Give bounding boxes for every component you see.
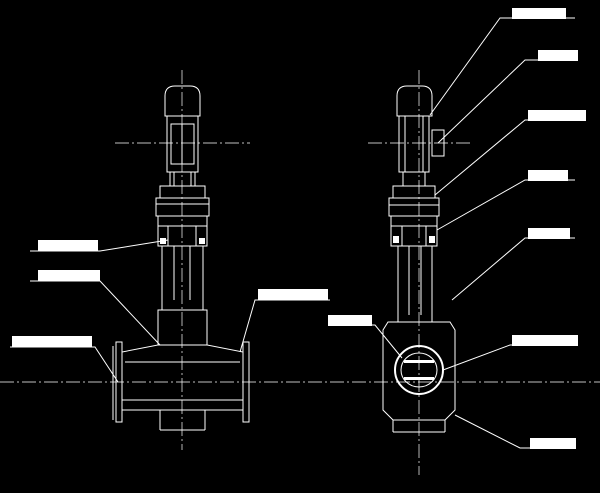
leader-bracket bbox=[436, 179, 575, 231]
label-block-packing-left bbox=[38, 270, 100, 281]
left-yoke bbox=[157, 225, 208, 247]
leader-motor bbox=[429, 17, 575, 116]
left-bracket bbox=[157, 215, 208, 227]
label-block-stem-seal-right bbox=[328, 315, 372, 326]
leader-shaft bbox=[451, 237, 575, 301]
right-motor-body bbox=[398, 115, 430, 173]
left-flange-b bbox=[242, 341, 250, 423]
leader-packing-left bbox=[30, 280, 161, 346]
label-block-base bbox=[530, 438, 576, 449]
label-block-bracket bbox=[528, 170, 568, 181]
label-block-coupling bbox=[538, 50, 578, 61]
label-block-actuator bbox=[528, 110, 586, 121]
left-flange-a bbox=[115, 341, 123, 423]
left-view bbox=[10, 70, 330, 450]
left-valve-body bbox=[121, 309, 244, 411]
left-motor-cap bbox=[164, 85, 201, 117]
left-actuator bbox=[155, 197, 210, 217]
label-block-flange-left bbox=[12, 336, 92, 347]
leader-stem-seal-right bbox=[345, 324, 403, 359]
right-motor-terminal-box bbox=[431, 129, 445, 157]
left-actuator-top bbox=[159, 185, 206, 199]
right-motor-cap bbox=[396, 85, 433, 117]
right-yoke bbox=[390, 225, 438, 247]
leader-coupling bbox=[437, 59, 575, 144]
leader-body-right bbox=[239, 299, 330, 353]
label-block-motor bbox=[512, 8, 566, 19]
label-block-seat bbox=[512, 335, 578, 346]
right-view bbox=[328, 8, 586, 475]
label-block-stem-seal-left bbox=[38, 240, 98, 251]
leader-seat bbox=[442, 344, 575, 371]
label-block-shaft bbox=[528, 228, 570, 239]
right-actuator-top bbox=[392, 185, 436, 199]
right-actuator bbox=[388, 197, 440, 217]
label-block-body-right bbox=[258, 289, 328, 300]
leader-actuator bbox=[434, 119, 585, 196]
leader-flange-left bbox=[10, 346, 119, 383]
